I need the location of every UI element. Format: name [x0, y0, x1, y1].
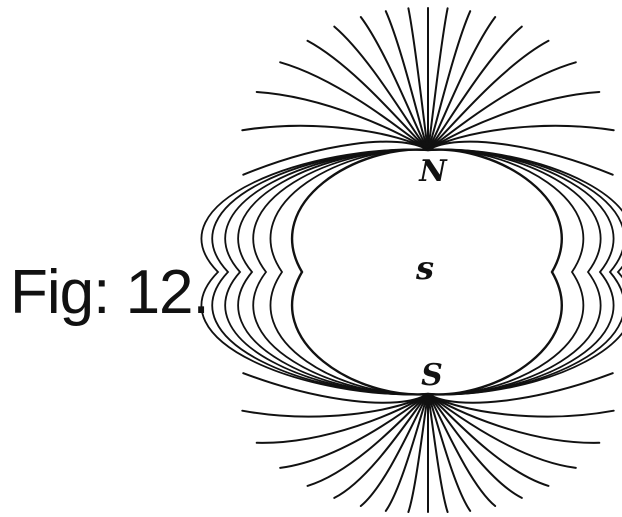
field-loop-left — [201, 150, 428, 395]
figure-caption: Fig: 12. — [10, 262, 209, 324]
field-line-north — [308, 41, 429, 150]
field-loop-right — [428, 150, 583, 395]
field-loop-left — [271, 150, 428, 395]
field-line-south — [386, 394, 428, 511]
north-pole-label: N — [418, 157, 447, 187]
field-loop-left — [253, 150, 428, 395]
field-line-north — [428, 41, 549, 150]
south-pole-label: S — [420, 361, 444, 391]
field-line-south — [428, 394, 576, 468]
field-loop-left — [292, 150, 428, 395]
field-loop-right — [428, 150, 622, 395]
field-line-south — [428, 394, 470, 511]
field-lines — [201, 8, 622, 512]
field-loop-right — [428, 150, 562, 395]
field-line-south — [280, 394, 428, 468]
field-loop-right — [428, 150, 601, 395]
center-pole-label: s — [415, 252, 435, 284]
